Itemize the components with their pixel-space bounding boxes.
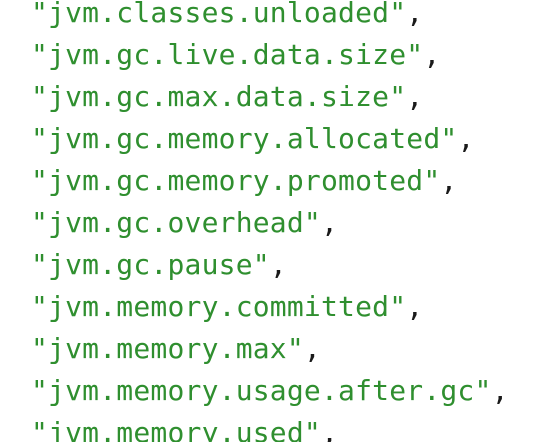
comma: , <box>440 164 458 197</box>
code-line: "jvm.gc.overhead", <box>31 202 338 244</box>
string-literal: "jvm.gc.memory.allocated" <box>31 122 458 155</box>
code-line: "jvm.gc.max.data.size", <box>31 76 423 118</box>
string-literal: "jvm.gc.pause" <box>31 248 270 281</box>
string-literal: "jvm.memory.used" <box>31 416 321 442</box>
comma: , <box>406 0 424 29</box>
comma: , <box>406 290 424 323</box>
string-literal: "jvm.memory.max" <box>31 332 304 365</box>
string-literal: "jvm.gc.memory.promoted" <box>31 164 441 197</box>
code-line: "jvm.gc.live.data.size", <box>31 34 440 76</box>
code-line: "jvm.memory.usage.after.gc", <box>31 370 509 412</box>
string-literal: "jvm.gc.overhead" <box>31 206 321 239</box>
string-literal: "jvm.memory.committed" <box>31 290 407 323</box>
string-literal: "jvm.gc.max.data.size" <box>31 80 407 113</box>
comma: , <box>491 374 509 407</box>
string-literal: "jvm.memory.usage.after.gc" <box>31 374 492 407</box>
comma: , <box>320 416 339 442</box>
comma: , <box>423 38 441 71</box>
string-literal: "jvm.classes.unloaded" <box>31 0 407 29</box>
comma: , <box>320 206 339 239</box>
comma: , <box>269 248 287 281</box>
code-line: "jvm.gc.memory.promoted", <box>31 160 457 202</box>
code-line: "jvm.gc.memory.allocated", <box>31 118 475 160</box>
comma: , <box>406 80 424 113</box>
code-line: "jvm.gc.pause", <box>31 244 287 286</box>
comma: , <box>457 122 475 155</box>
code-line: "jvm.classes.unloaded", <box>31 0 423 34</box>
code-line: "jvm.memory.max", <box>31 328 321 370</box>
comma: , <box>303 332 321 365</box>
code-line: "jvm.memory.committed", <box>31 286 423 328</box>
code-line: "jvm.memory.used", <box>31 412 338 442</box>
string-literal: "jvm.gc.live.data.size" <box>31 38 424 71</box>
